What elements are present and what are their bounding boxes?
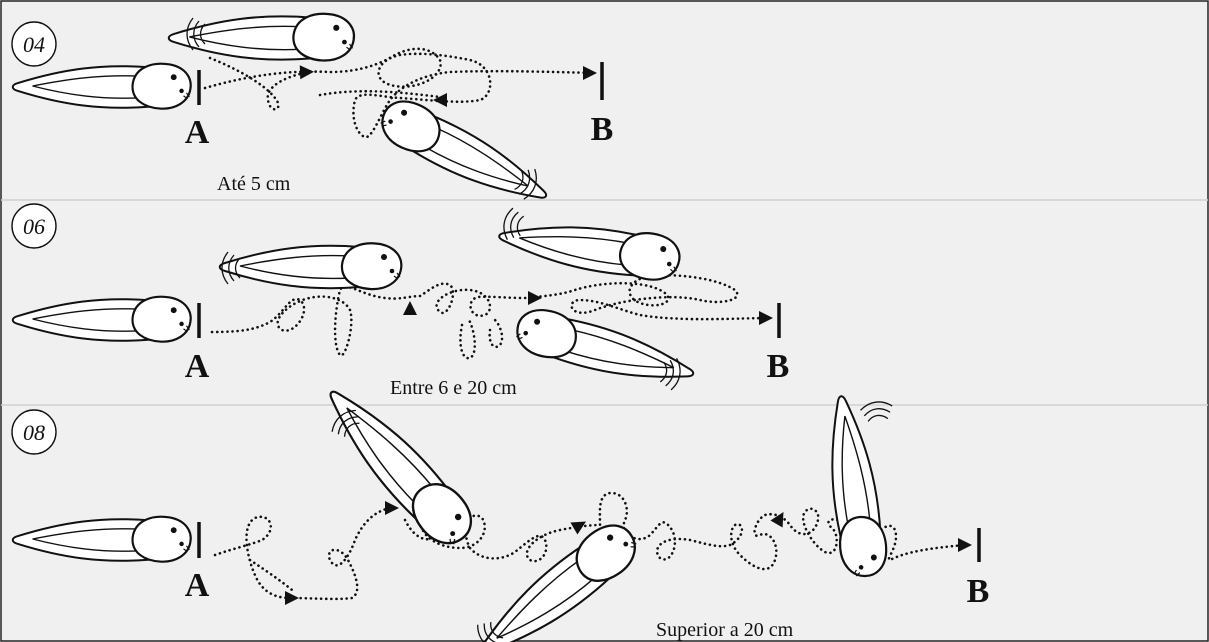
badge-06-label: 06 [23,214,45,239]
start-label: A [185,114,210,151]
badge-04-label: 04 [23,32,45,57]
end-label: B [967,573,990,610]
end-label: B [767,348,790,385]
size-caption: Até 5 cm [217,173,291,195]
size-caption: Entre 6 e 20 cm [390,377,517,399]
start-label: A [185,567,210,604]
badge-08: 08 [12,410,56,454]
badge-08-label: 08 [23,420,45,445]
start-label: A [185,348,210,385]
size-caption: Superior a 20 cm [656,619,794,641]
end-label: B [591,111,614,148]
badge-04: 04 [12,22,56,66]
badge-06: 06 [12,204,56,248]
